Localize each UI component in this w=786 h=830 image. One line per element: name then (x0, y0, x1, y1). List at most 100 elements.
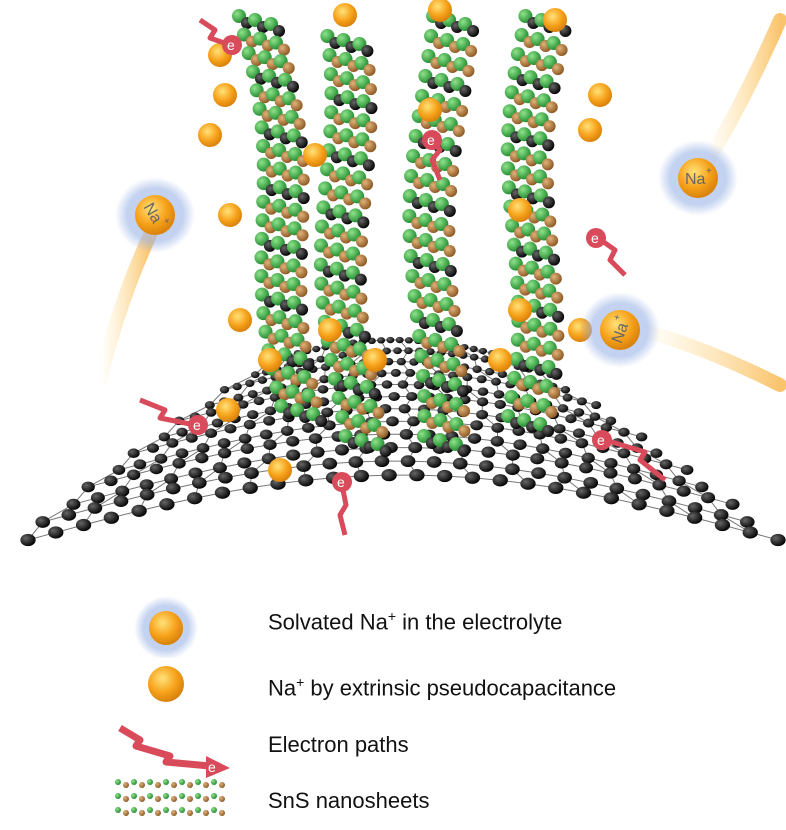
sodium-ion-sphere (488, 348, 512, 372)
tin-atom (364, 64, 376, 76)
tin-atom (297, 322, 309, 334)
svg-text:+: + (706, 166, 712, 177)
electron-path: e (586, 228, 625, 275)
tin-atom (300, 341, 312, 353)
carbon-atom (770, 534, 785, 546)
tin-atom (373, 407, 385, 419)
tin-atom (315, 415, 327, 427)
electron-path: e (140, 400, 208, 435)
tin-atom (447, 165, 459, 177)
carbon-atom (265, 406, 276, 415)
carbon-atom (453, 458, 468, 470)
carbon-atom (218, 448, 231, 459)
solvated-sodium-ion: Na+ (100, 177, 195, 380)
tin-atom (361, 178, 373, 190)
tin-atom (310, 396, 322, 408)
tin-atom (552, 311, 564, 323)
carbon-atom (104, 512, 119, 524)
carbon-atom (409, 469, 424, 481)
tin-atom (359, 331, 371, 343)
svg-text:e: e (597, 432, 605, 448)
carbon-atom (260, 429, 273, 439)
svg-text:e: e (427, 132, 435, 148)
carbon-atom (636, 432, 647, 441)
carbon-atom (354, 470, 369, 482)
tin-atom (550, 273, 562, 285)
sodium-ion-sphere (303, 143, 327, 167)
tin-atom (295, 266, 307, 278)
carbon-atom (726, 499, 740, 510)
tin-atom (380, 445, 392, 457)
tin-atom (361, 45, 373, 57)
carbon-atom (555, 457, 569, 468)
carbon-atom (155, 454, 168, 464)
tin-atom (450, 145, 462, 157)
tin-atom (544, 120, 556, 132)
carbon-atom (401, 455, 416, 467)
legend-label: Electron paths (268, 732, 409, 758)
carbon-atom (493, 474, 508, 486)
sodium-ion-sphere (318, 318, 342, 342)
svg-text:e: e (193, 417, 201, 433)
sodium-ion-sphere (216, 398, 240, 422)
carbon-atom (470, 420, 483, 430)
tin-atom (298, 192, 310, 204)
carbon-atom (579, 462, 593, 473)
carbon-atom (241, 443, 254, 454)
carbon-atom (399, 404, 411, 414)
tin-atom (444, 205, 456, 217)
tin-atom (549, 82, 561, 94)
carbon-atom (405, 337, 413, 343)
carbon-atom (88, 502, 103, 514)
carbon-atom (140, 479, 154, 490)
tin-atom (365, 121, 377, 133)
carbon-atom (465, 472, 480, 484)
sns-nanosheets-array (232, 9, 571, 457)
carbon-atom (48, 526, 63, 538)
sodium-ion-sphere (333, 3, 357, 27)
electron-path-arrow-icon: e (110, 718, 240, 778)
tin-atom (297, 229, 309, 241)
tin-atom (548, 254, 560, 266)
carbon-atom (309, 433, 322, 444)
carbon-atom (437, 470, 452, 482)
carbon-atom (317, 356, 326, 363)
tin-atom (542, 177, 554, 189)
solvated-sodium-ion: Na+ (580, 292, 780, 385)
carbon-atom (628, 473, 642, 484)
carbon-atom (302, 423, 315, 433)
carbon-atom (505, 463, 520, 475)
carbon-atom (233, 383, 242, 390)
carbon-atom (687, 512, 702, 524)
carbon-atom (263, 416, 275, 426)
tin-atom (456, 105, 468, 117)
tin-atom (465, 45, 477, 57)
carbon-atom (398, 380, 409, 389)
sns-nanosheet-icon (110, 770, 240, 830)
tin-atom (287, 81, 299, 93)
electron-path: e (332, 472, 352, 535)
carbon-atom (631, 498, 646, 510)
carbon-atom (91, 492, 105, 503)
carbon-atom (618, 448, 631, 458)
legend-label: SnS nanosheets (268, 788, 429, 814)
carbon-atom (427, 456, 442, 468)
tin-atom (544, 215, 556, 227)
carbon-atom (215, 487, 230, 499)
tin-atom (446, 285, 458, 297)
carbon-atom (558, 404, 569, 413)
svg-text:e: e (227, 37, 235, 53)
sodium-ion-sphere-icon (110, 660, 240, 720)
carbon-atom (248, 390, 258, 398)
carbon-atom (176, 448, 189, 458)
carbon-atom (404, 347, 413, 354)
sodium-ion-sphere (218, 203, 242, 227)
carbon-atom (548, 482, 563, 494)
tin-atom (363, 159, 375, 171)
carbon-atom (565, 414, 576, 423)
carbon-atom (206, 408, 217, 417)
tin-atom (542, 425, 554, 437)
carbon-atom (477, 375, 487, 383)
carbon-atom (218, 438, 231, 448)
carbon-atom (247, 410, 258, 419)
